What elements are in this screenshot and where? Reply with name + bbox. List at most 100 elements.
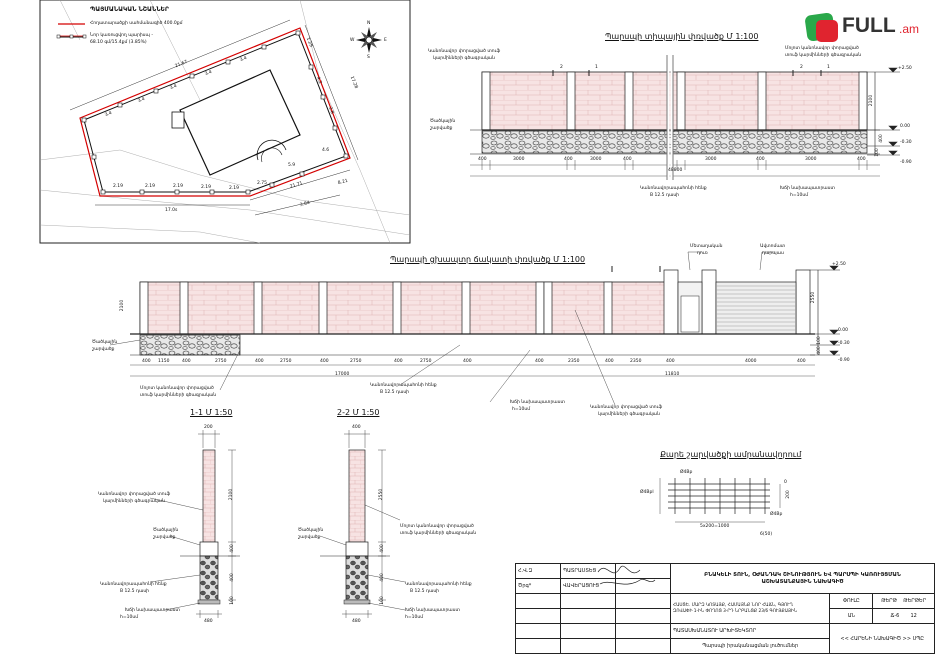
top-callout-left: Կանոնավոր փորացված տուֆ xyxy=(428,49,501,54)
section-2-2-title: 2-2 Մ 1:50 xyxy=(337,408,380,417)
long-callout-b-2: B 12.5 դասի xyxy=(380,390,410,395)
long-level: 2100 xyxy=(120,299,126,312)
long-callout-a-2: տուֆ կարմինների գծագրական xyxy=(140,393,217,398)
long-callout-c-2: h=10սմ xyxy=(512,407,531,412)
stamp-cell: Ծրգ* xyxy=(515,578,561,594)
section2-label-d-2: h=10սմ xyxy=(405,615,424,620)
top-level: 400 xyxy=(878,134,884,143)
rebar-d1: Ø4Bp xyxy=(680,470,693,475)
legend-fence-label: Նոր կառուցվող պարիսպ - xyxy=(90,33,153,38)
long-elevation-title: Պարսպի ցխապտր ճակատի փռվածք Մ 1:100 xyxy=(390,255,586,264)
top-callout-right-2: տուֆ կարմինների գծագրական xyxy=(785,53,862,58)
section-1-1 xyxy=(149,430,240,618)
long-level: 2550 xyxy=(811,291,817,304)
section2-label-c: Կանոնավորապահոնի հենք xyxy=(405,582,472,587)
long-dim: 400 xyxy=(463,359,472,364)
long-dim: 400 xyxy=(666,359,675,364)
gate-label: Ավտոմատ xyxy=(760,244,786,249)
section2-label-b-2: շարվածք xyxy=(298,535,321,540)
top-dim: 3000 xyxy=(513,157,525,162)
site-dim: 2.19 xyxy=(173,184,184,189)
title-block: Հ.Վ.Զ ՊԱՏՐԱՍՏԵՑ ԲՆԱԿԵԼԻ ՏՈՒՆ, ՕԺԱՆԴԱԿ ՇԻ… xyxy=(515,563,935,654)
legend-fence-label-2: 68.10 գմ/15.4քմ (3.85%) xyxy=(90,40,147,45)
full-am-logo: FULL .am xyxy=(804,10,934,50)
rebar-title: Քարե շարվածքի ամրանավորում xyxy=(660,450,802,459)
section2-dim-top: 400 xyxy=(352,425,361,430)
top-section-mark: 2 xyxy=(800,65,803,70)
long-dim: 400 xyxy=(320,359,329,364)
long-dim: 4000 xyxy=(745,359,757,364)
long-dim: 400 xyxy=(605,359,614,364)
top-level: +2.50 xyxy=(898,66,912,71)
section1-label-b: Ծածկային xyxy=(153,528,179,533)
section1-dim: 400 xyxy=(229,544,235,553)
stamp-part: ՊԱՏԱՍԽԱՆԱՏՈՒ ԱՐԽԻՏԵԿՏՈՐ xyxy=(669,623,831,639)
section2-label-c-2: B 12.5 դասի xyxy=(410,589,440,594)
long-dim: 400 xyxy=(142,359,151,364)
top-dim: 400 xyxy=(564,157,573,162)
section1-dim: 2100 xyxy=(229,488,235,501)
long-ground-label: Ծածկային xyxy=(92,340,118,345)
top-dim: 3000 xyxy=(590,157,602,162)
long-dim: 2750 xyxy=(215,359,227,364)
top-foundation-class: B 12.5 դասի xyxy=(650,193,680,198)
legend-title: ՊԱՅՄԱՆԱԿԱՆ ՆՇԱՆՆԵՐ xyxy=(90,6,169,13)
top-dim: 3000 xyxy=(705,157,717,162)
top-level: 100 xyxy=(874,148,880,157)
section1-label-b-2: շարվածք xyxy=(153,535,176,540)
rebar-dim5: Ø4Bp xyxy=(770,512,783,517)
section1-dim-top: 200 xyxy=(204,425,213,430)
section2-label-a-2: տուֆ կարմինների գծագրական xyxy=(400,531,477,536)
rebar-dim4: 6(50) xyxy=(760,532,773,537)
long-dim: 400 xyxy=(255,359,264,364)
stamp-drawing-name: Պարսպի իրականացման լուծումներ xyxy=(669,638,831,654)
rebar-mesh xyxy=(659,478,781,523)
logo-brand: FULL xyxy=(842,14,896,37)
long-level: +2.50 xyxy=(832,262,846,267)
rebar-d2: Ø4Bpl xyxy=(640,490,654,495)
top-level: -0.90 xyxy=(900,160,912,165)
compass-s: S xyxy=(367,55,370,60)
legend-boundary-label: Հողատարածքի սահմանագիծ 400.0քմ xyxy=(90,21,183,26)
long-dim: 400 xyxy=(182,359,191,364)
long-total-left: 17000 xyxy=(335,372,350,377)
house-porch xyxy=(171,111,185,129)
top-section-mark: 1 xyxy=(827,65,830,70)
top-dim: 400 xyxy=(857,157,866,162)
section2-dim: 100 xyxy=(379,596,385,605)
top-elevation-title: Պարսպի տիպային փռվածք Մ 1:100 xyxy=(605,32,759,41)
site-dim: 2.19 xyxy=(145,184,156,189)
site-plan-dimlines xyxy=(69,19,359,216)
stamp-project-title: ԲՆԱԿԵԼԻ ՏՈՒՆ, ՕԺԱՆԴԱԿ ՇԻՆՈՒԹՅՈՒՆ ԵՎ ՊԱՐՍ… xyxy=(670,563,935,594)
stamp-sheet-headers: ԹԵՐԹ ԹԵՐԹԵՐ xyxy=(872,593,935,609)
section1-label-c-2: B 12.5 դասի xyxy=(120,589,150,594)
section1-dim: 100 xyxy=(229,596,235,605)
long-dim: 400 xyxy=(394,359,403,364)
top-dim: 3000 xyxy=(805,157,817,162)
section2-dim: 400 xyxy=(379,573,385,582)
long-ground-label-2: շարվածք xyxy=(92,347,115,352)
long-callout-a: Մոլոտ կանոնավոր փորացված xyxy=(140,386,214,391)
rebar-dim3: 0 xyxy=(784,480,787,485)
stamp-cell: Հ.Վ.Զ xyxy=(515,563,561,579)
section-2-2 xyxy=(319,430,406,618)
top-level: 0.00 xyxy=(900,124,911,129)
site-dim: 4.6 xyxy=(322,148,330,153)
top-section-mark: 1 xyxy=(595,65,598,70)
long-dim: 2750 xyxy=(280,359,292,364)
long-level: 0.00 xyxy=(838,328,849,333)
top-foundation-label: Կանոնավորապահոնի հենք xyxy=(640,186,707,191)
long-level: -0.90 xyxy=(838,358,850,363)
long-elevation xyxy=(109,251,840,406)
site-dim: 2.19 xyxy=(229,186,240,191)
lot-boundary xyxy=(79,27,351,197)
long-total-right: 11810 xyxy=(665,372,680,377)
long-dim: 400 xyxy=(797,359,806,364)
long-dim: 1150 xyxy=(158,359,170,364)
gate-label-2: դարպաս xyxy=(762,251,784,256)
top-level: 2100 xyxy=(869,94,875,107)
long-dim: 400 xyxy=(535,359,544,364)
top-ground-label: Ծածկային xyxy=(430,119,456,124)
logo-cart-icon-2 xyxy=(816,20,838,42)
